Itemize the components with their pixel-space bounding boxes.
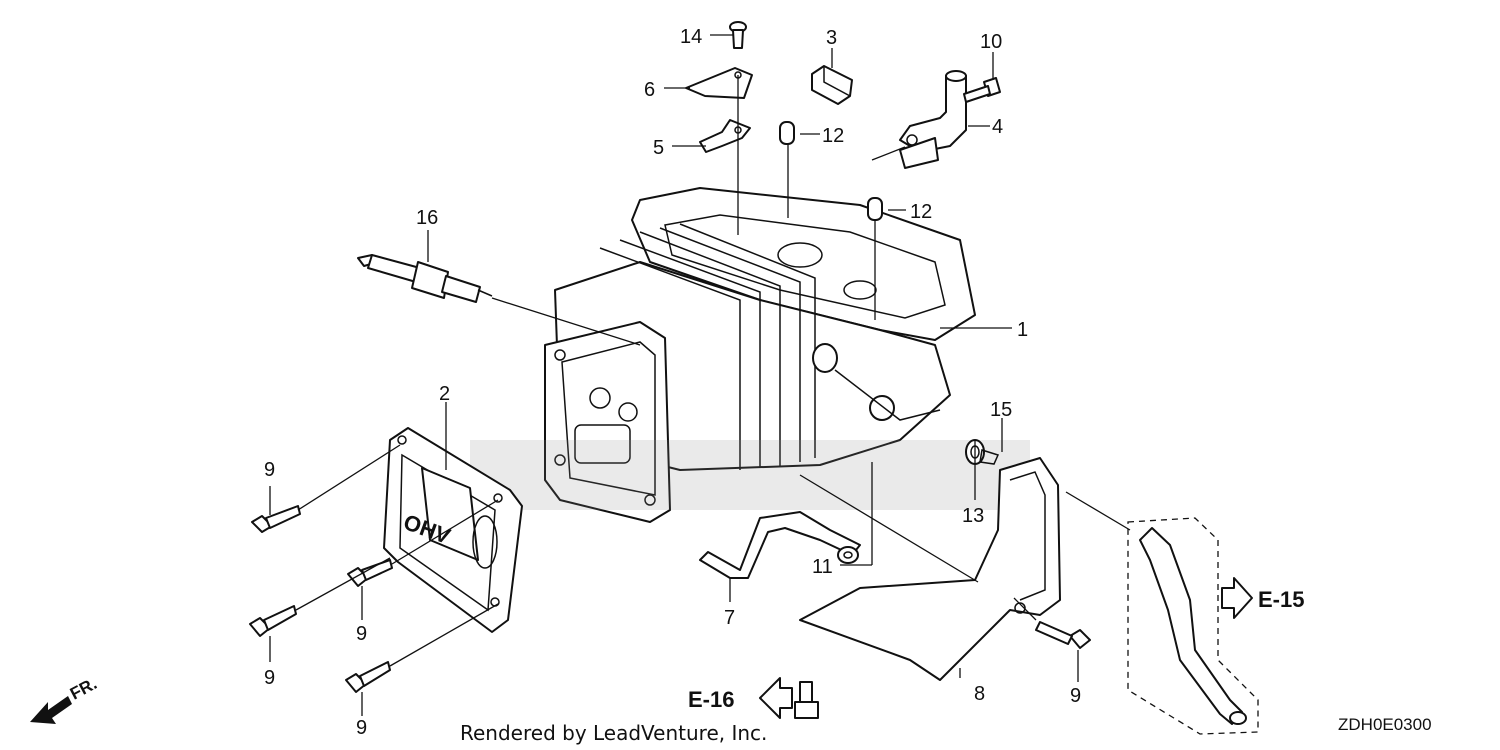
bolt-9-middle[interactable] bbox=[347, 559, 393, 587]
callout-12-b: 12 bbox=[910, 201, 932, 223]
leader-lines bbox=[269, 34, 1131, 716]
callout-7: 7 bbox=[724, 607, 735, 629]
callout-16: 16 bbox=[416, 207, 438, 229]
reference-e16-label: E-16 bbox=[688, 687, 734, 712]
callout-9-e: 9 bbox=[1070, 685, 1081, 707]
reference-e16[interactable]: E-16 bbox=[688, 677, 793, 719]
block-3[interactable] bbox=[811, 65, 853, 105]
callout-15: 15 bbox=[990, 399, 1012, 421]
breather-tube-4[interactable] bbox=[899, 70, 967, 169]
reference-e15-label: E-15 bbox=[1258, 587, 1304, 612]
cylinder-head[interactable] bbox=[544, 187, 976, 523]
plate-6[interactable] bbox=[685, 67, 753, 99]
callout-12-a: 12 bbox=[822, 125, 844, 147]
reference-e15[interactable]: E-15 bbox=[1221, 577, 1304, 619]
credit-text: Rendered by LeadVenture, Inc. bbox=[460, 721, 767, 745]
bolt-9-bottom[interactable] bbox=[345, 661, 391, 693]
watermark bbox=[470, 440, 1030, 510]
callout-5: 5 bbox=[653, 137, 664, 159]
front-arrow: FR. bbox=[30, 674, 100, 724]
callout-6: 6 bbox=[644, 79, 655, 101]
clip-15[interactable] bbox=[979, 449, 1000, 465]
rod-7[interactable] bbox=[699, 511, 861, 579]
front-arrow-icon bbox=[30, 696, 72, 724]
callout-9-c: 9 bbox=[264, 667, 275, 689]
bolt-bottom-center[interactable] bbox=[794, 681, 819, 719]
dowel-pin-12-lower[interactable] bbox=[867, 197, 883, 221]
callout-1: 1 bbox=[1017, 319, 1028, 341]
dowel-pin-12-upper[interactable] bbox=[779, 121, 795, 145]
spark-plug[interactable] bbox=[357, 254, 493, 303]
front-marker: FR. bbox=[67, 674, 100, 704]
hose-group[interactable] bbox=[1127, 517, 1259, 735]
callout-2: 2 bbox=[439, 383, 450, 405]
bolt-10[interactable] bbox=[963, 77, 1001, 103]
callout-9-b: 9 bbox=[356, 623, 367, 645]
bolt-9-lower-left[interactable] bbox=[249, 605, 297, 637]
callout-11: 11 bbox=[812, 556, 833, 578]
bolt-9-right[interactable] bbox=[1035, 621, 1091, 649]
callout-10: 10 bbox=[980, 31, 1002, 53]
plate-5[interactable] bbox=[699, 119, 751, 153]
callout-8: 8 bbox=[974, 683, 985, 705]
washer-11[interactable] bbox=[837, 546, 859, 564]
callout-4: 4 bbox=[992, 116, 1003, 138]
diagram-code: ZDH0E0300 bbox=[1338, 715, 1432, 734]
callout-9-a: 9 bbox=[264, 459, 275, 481]
screw-14[interactable] bbox=[729, 21, 747, 49]
callout-14: 14 bbox=[680, 26, 702, 48]
callout-13: 13 bbox=[962, 505, 984, 527]
callout-9-d: 9 bbox=[356, 717, 367, 739]
callouts: 1 2 3 4 5 6 7 8 9 9 9 9 9 10 11 12 12 13… bbox=[264, 26, 1081, 739]
callout-3: 3 bbox=[826, 27, 837, 49]
bolt-9-upper-left[interactable] bbox=[251, 505, 301, 533]
